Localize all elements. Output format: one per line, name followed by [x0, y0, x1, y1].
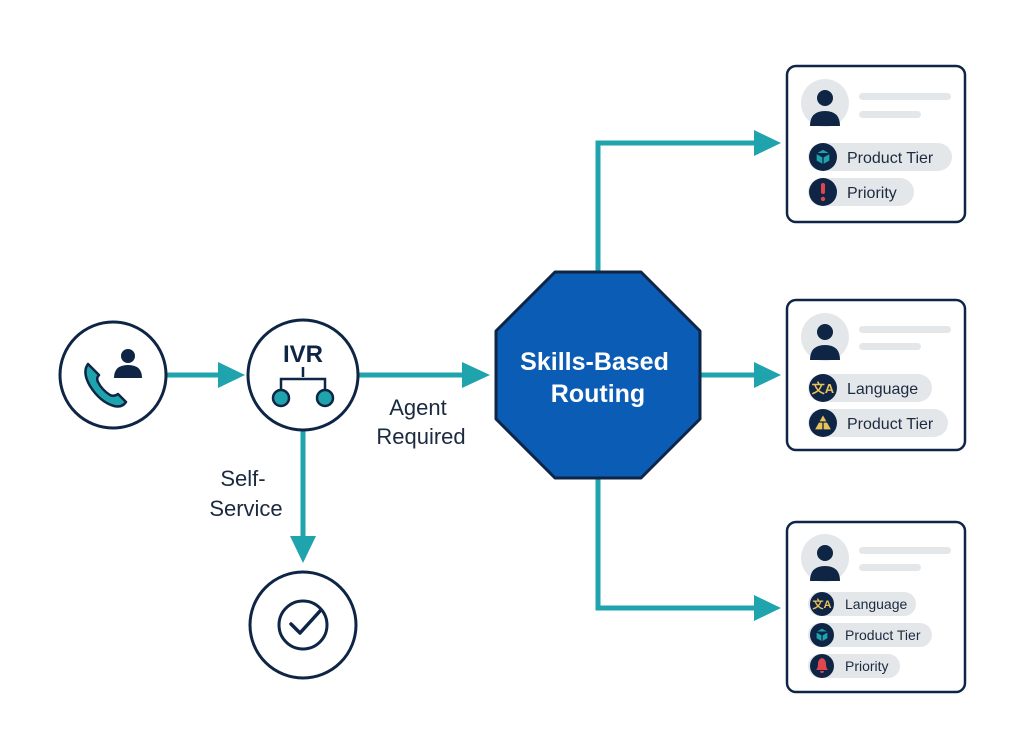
arrow-router-to-agent-3: [595, 476, 758, 611]
svg-text:Product Tier: Product Tier: [845, 627, 921, 643]
arrow-router-to-agent-1: [595, 140, 758, 275]
phone-icon: [84, 362, 128, 408]
placeholder-line: [859, 111, 921, 118]
checkmark-icon: [277, 599, 329, 651]
ivr-label: IVR: [283, 341, 323, 368]
arrow-head: [754, 595, 781, 621]
self-service-complete-node: [248, 570, 358, 680]
svg-text:Priority: Priority: [847, 185, 897, 202]
arrow-head: [218, 362, 245, 388]
placeholder-line: [859, 547, 951, 554]
placeholder-line: [859, 93, 951, 100]
cube-icon: [815, 627, 829, 643]
user-icon: [114, 349, 142, 378]
caller-node: [58, 320, 168, 430]
arrow-head: [462, 362, 490, 388]
ivr-node: IVR: [246, 318, 360, 432]
svg-text:Language: Language: [845, 596, 908, 612]
skill-chip-product-tier: Product Tier: [808, 623, 932, 647]
svg-text:Product Tier: Product Tier: [847, 416, 934, 433]
skill-chip-language: 文A Language: [808, 592, 916, 616]
arrow-head: [754, 130, 781, 156]
placeholder-line: [859, 564, 921, 571]
agent-card-2: 文A Language Product Tier: [785, 298, 967, 452]
agent-required-label: Agent Required: [376, 395, 465, 449]
svg-text:Priority: Priority: [845, 658, 889, 674]
arrow-head: [290, 536, 316, 563]
svg-text:Language: Language: [847, 381, 918, 398]
arrow-head: [754, 362, 781, 388]
skill-chip-product-tier: Product Tier: [808, 143, 952, 171]
skill-chip-language: 文A Language: [808, 374, 932, 402]
self-service-label: Self- Service: [209, 466, 282, 521]
avatar: [801, 79, 849, 127]
agent-card-3: 文A Language Product Tier Priority: [785, 520, 967, 694]
skill-chip-priority: Priority: [808, 654, 900, 678]
pyramid-icon: [812, 412, 834, 431]
placeholder-line: [859, 326, 951, 333]
router-label: Skills-Based Routing: [520, 348, 676, 408]
placeholder-line: [859, 343, 921, 350]
skills-based-routing-node: Skills-Based Routing: [494, 270, 702, 480]
skill-chip-priority: Priority: [808, 178, 914, 206]
translate-icon: 文A: [812, 381, 835, 396]
bell-icon: [816, 658, 828, 673]
cube-icon: [815, 148, 831, 166]
agent-card-1: Product Tier Priority: [785, 64, 967, 224]
skill-chip-product-tier: Product Tier: [808, 409, 948, 437]
translate-icon: 文A: [813, 597, 832, 611]
avatar: [801, 534, 849, 582]
exclamation-icon: [820, 183, 826, 202]
avatar: [801, 313, 849, 361]
svg-text:Product Tier: Product Tier: [847, 150, 934, 167]
branch-icon: [271, 367, 335, 408]
